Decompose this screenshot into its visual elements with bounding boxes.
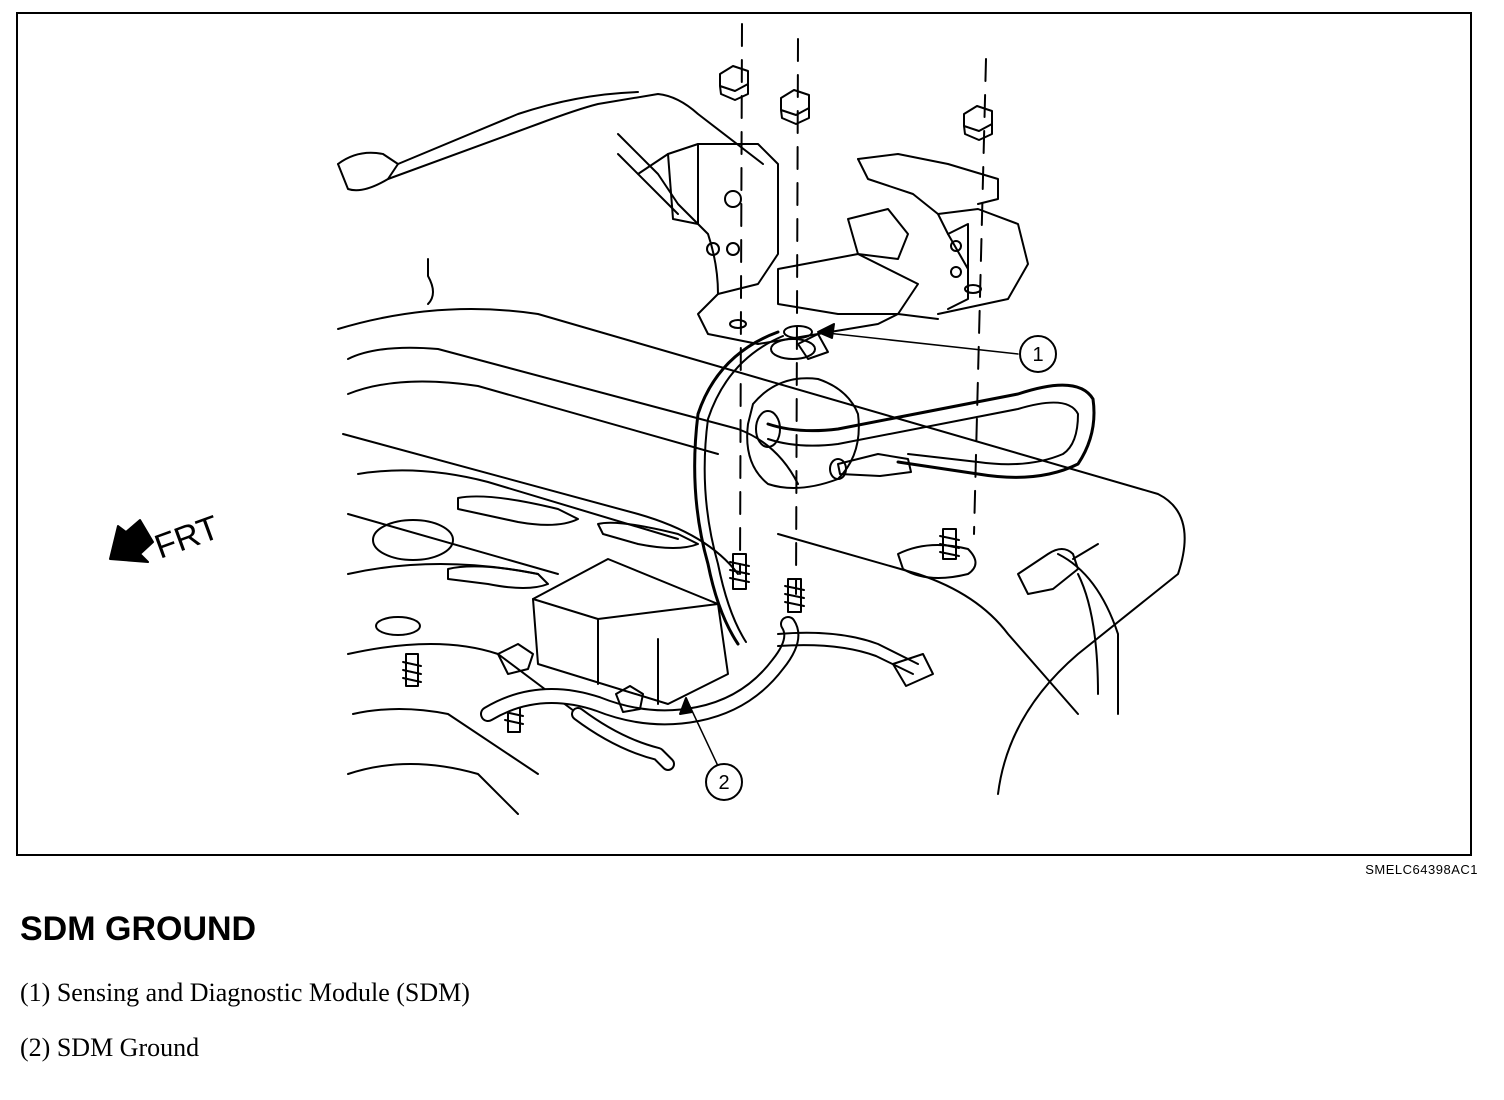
callout-1-label: 1 bbox=[1032, 344, 1043, 366]
stud-left bbox=[729, 553, 750, 590]
stud-center bbox=[784, 578, 805, 613]
mounting-bracket bbox=[637, 143, 779, 295]
illustration-frame: 1 2 FRT bbox=[16, 12, 1472, 856]
callout-2-label: 2 bbox=[718, 772, 729, 794]
legend-text: SDM Ground bbox=[56, 1033, 200, 1062]
page-title: SDM GROUND bbox=[20, 910, 257, 948]
sdm-module bbox=[532, 558, 729, 705]
floor-pan-outline bbox=[337, 308, 1186, 795]
nut-right bbox=[963, 105, 993, 141]
legend-item-1: (1) Sensing and Diagnostic Module (SDM) bbox=[20, 978, 470, 1008]
figure-code: SMELC64398AC1 bbox=[1365, 862, 1478, 877]
sdm-ground-wire bbox=[693, 330, 780, 646]
front-direction-arrow bbox=[109, 519, 154, 563]
callout-2: 2 bbox=[705, 763, 743, 801]
stud-right bbox=[939, 528, 960, 560]
callout-1: 1 bbox=[1019, 335, 1057, 373]
frt-label: FRT bbox=[150, 508, 225, 566]
legend-item-2: (2) SDM Ground bbox=[20, 1033, 199, 1063]
legend-number: (2) bbox=[20, 1033, 51, 1062]
nut-center bbox=[780, 89, 810, 125]
nut-left bbox=[719, 65, 749, 101]
brake-cable bbox=[766, 383, 1096, 479]
parking-brake-lever bbox=[337, 93, 764, 192]
legend-text: Sensing and Diagnostic Module (SDM) bbox=[56, 978, 470, 1007]
exploded-view-diagram: 1 2 FRT bbox=[109, 23, 1186, 815]
legend-number: (1) bbox=[20, 978, 51, 1007]
